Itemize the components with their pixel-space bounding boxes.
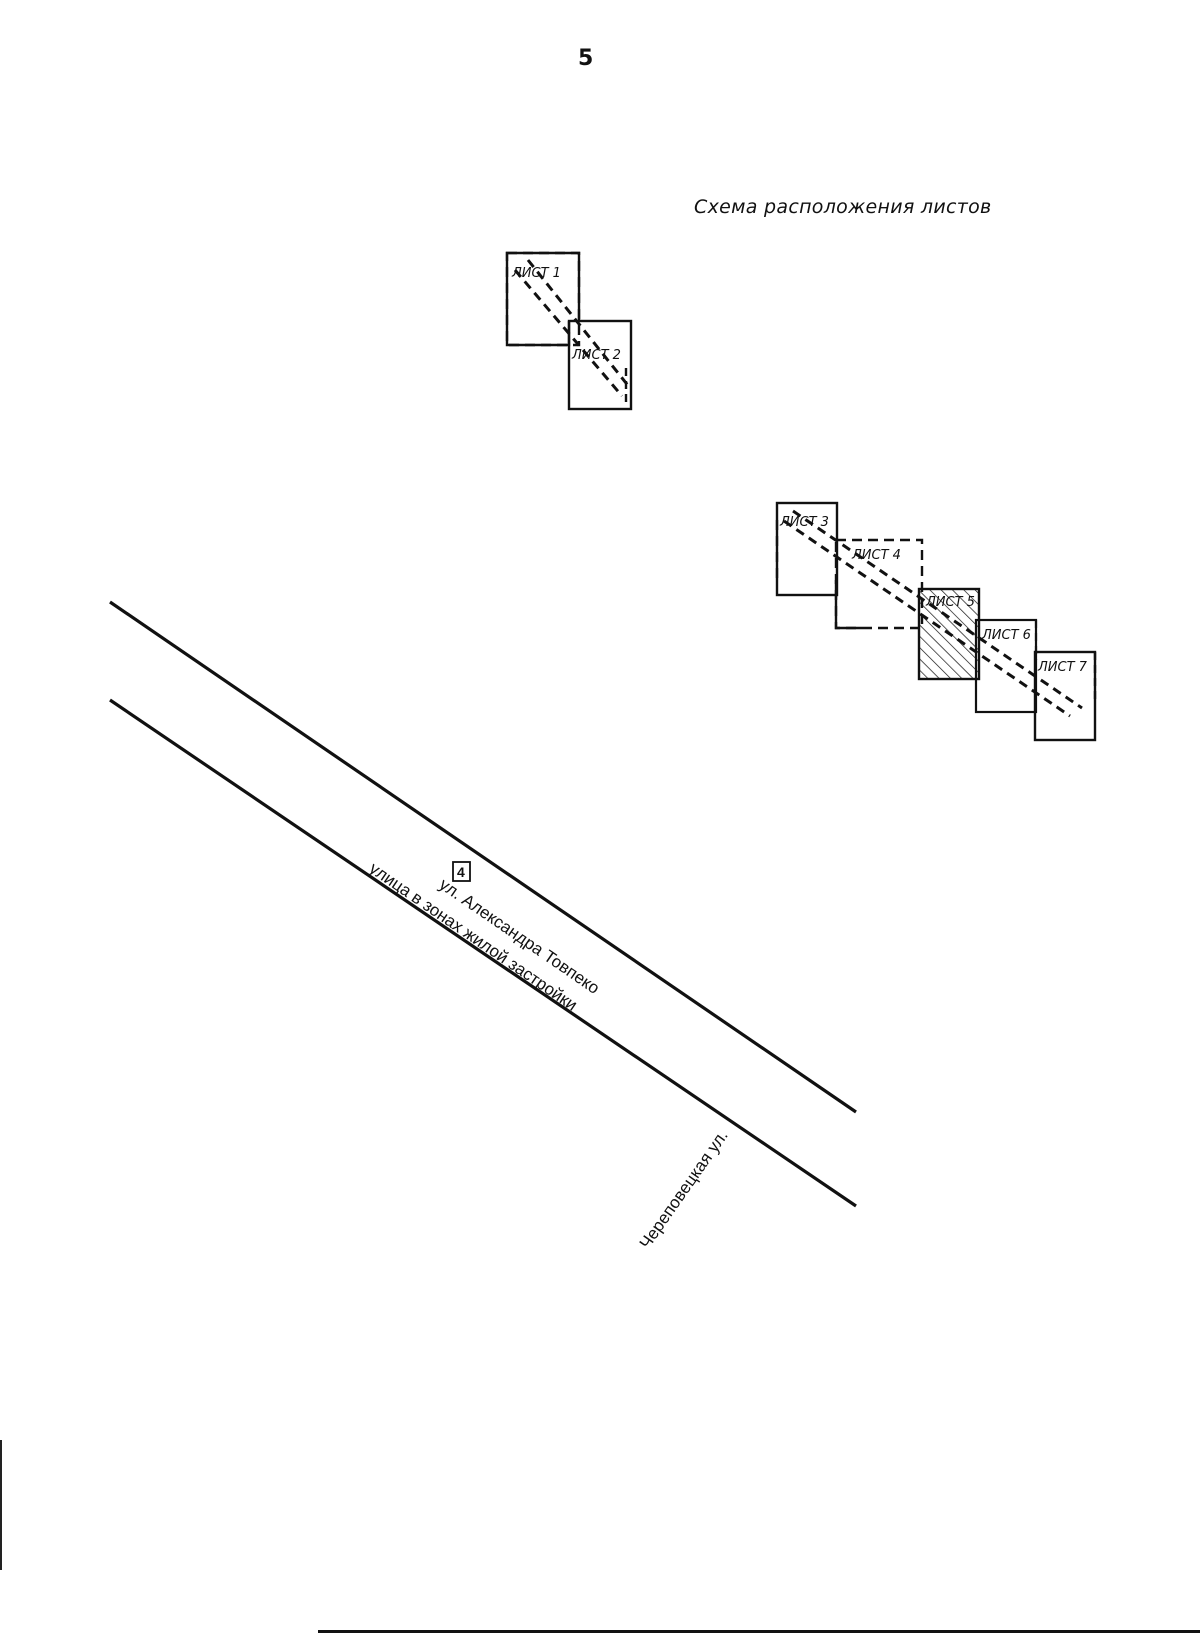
sheet-label-1: ЛИСТ 1 [511,266,561,281]
street-line-lower [109,698,857,1208]
sheet-group-lower: ЛИСТ 3 ЛИСТ 4 ЛИСТ 5 ЛИСТ 6 ЛИСТ 7 [775,501,1097,742]
route-line-lower-b [792,509,1083,710]
sheet-label-2: ЛИСТ 2 [571,348,621,363]
sheet-label-4: ЛИСТ 4 [851,548,901,563]
sheet-label-5: ЛИСТ 5 [925,595,975,610]
scheme-title: Схема расположения листов [694,196,992,218]
street-type-label: улица в зонах жилой застройки [366,859,581,1015]
sheet-group-upper: ЛИСТ 1 ЛИСТ 2 [505,251,633,411]
bottom-border-line [318,1630,1200,1633]
street-category-badge [452,861,471,882]
street-category-badge-text: 4 [457,864,465,880]
sheet-frame-2 [567,319,633,411]
sheet-label-6: ЛИСТ 6 [981,628,1031,643]
route-line-upper-b [526,259,632,389]
left-edge-mark [0,1440,2,1570]
street-line-upper [109,600,857,1114]
sheet-label-3: ЛИСТ 3 [779,515,829,530]
route-line-upper-a [513,269,624,397]
sheet-label-7: ЛИСТ 7 [1037,660,1088,675]
route-line-lower-a [783,519,1071,718]
sheet-frame-4-solid [834,580,862,630]
page-number: 5 [578,46,594,71]
cross-street-label: Череповецкая ул. [636,1126,732,1252]
